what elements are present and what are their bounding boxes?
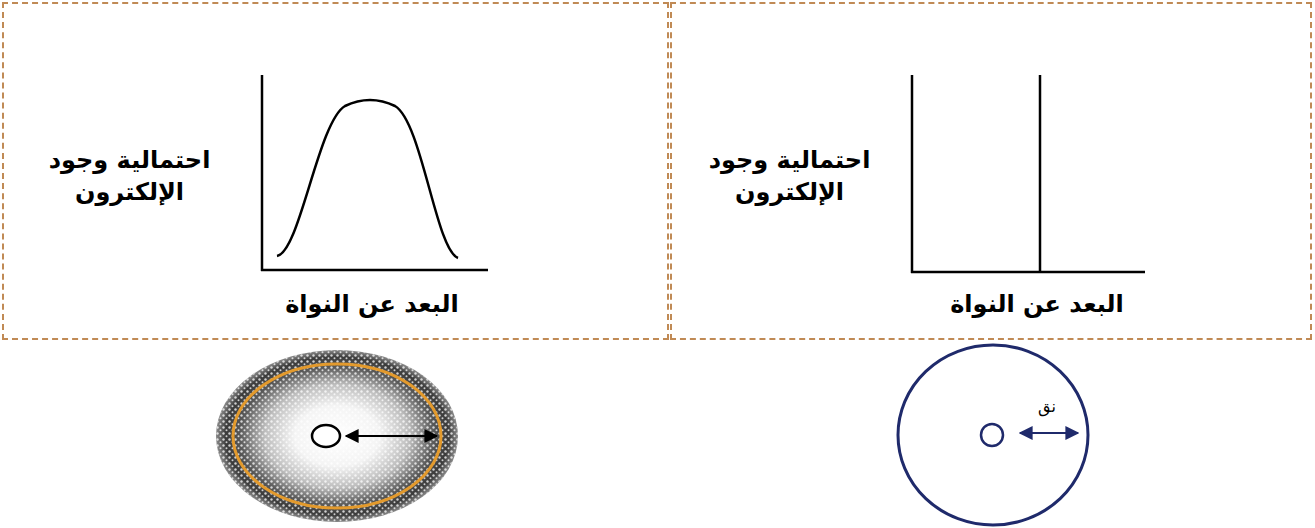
graph-panel: احتمالية وجود الإلكترون البعد عن النواة	[2, 2, 669, 340]
graph-panel: احتمالية وجود الإلكترون البعد عن النواة	[670, 2, 1312, 340]
electron-cloud	[216, 350, 458, 522]
probability-graph	[911, 75, 1145, 273]
x-axis-label: البعد عن النواة	[285, 288, 459, 320]
radius-label: نق	[1038, 397, 1056, 416]
x-axis-label: البعد عن النواة	[950, 288, 1124, 320]
bohr-orbit	[898, 345, 1088, 525]
y-axis-label: احتمالية وجود الإلكترون	[682, 144, 897, 209]
probability-graph	[261, 75, 488, 271]
y-axis-label: احتمالية وجود الإلكترون	[22, 144, 237, 209]
